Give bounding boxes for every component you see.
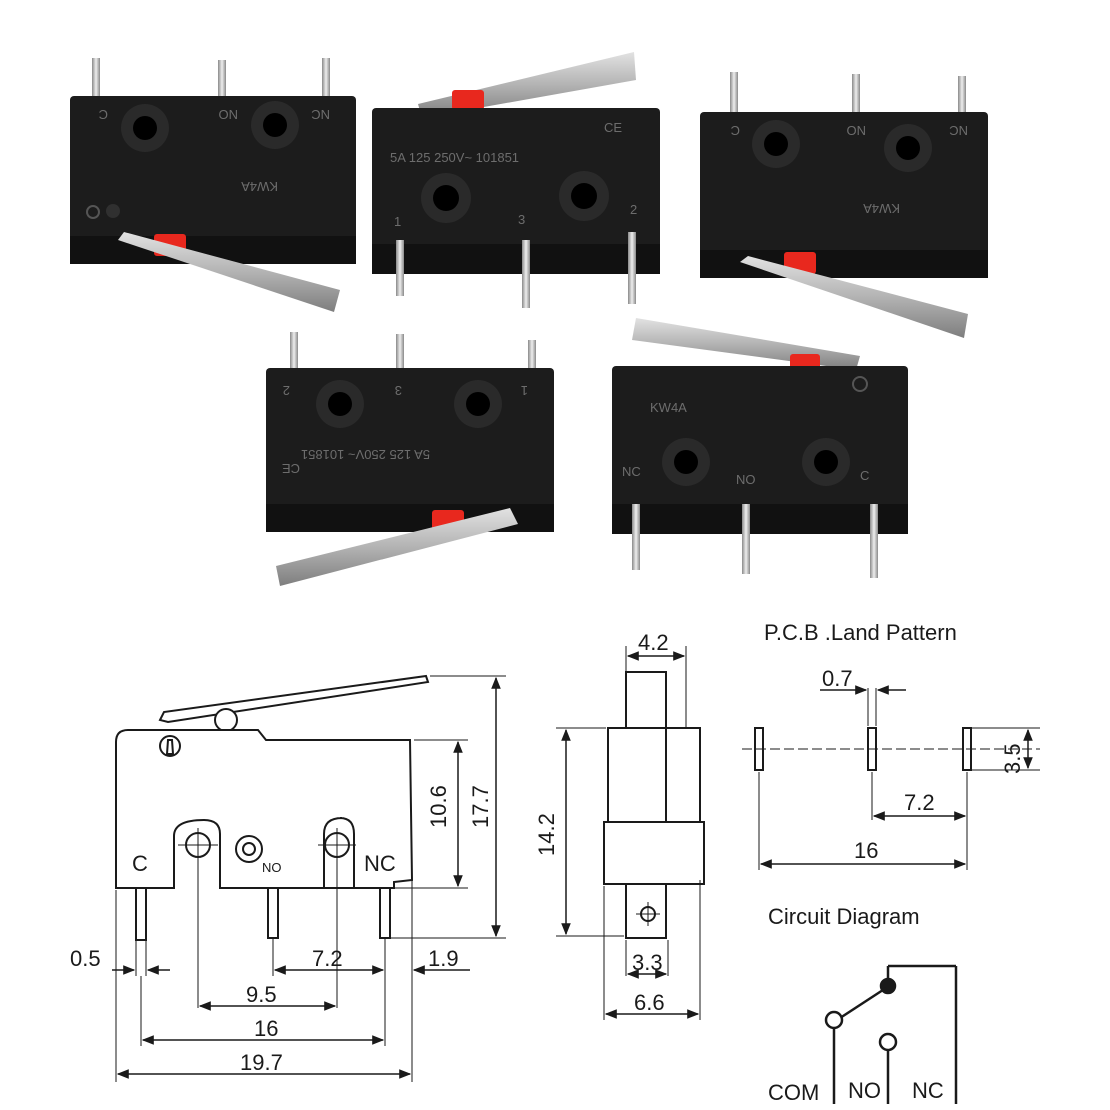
circuit-title: Circuit Diagram	[768, 904, 920, 929]
dim-front-height: 14.2	[534, 813, 559, 856]
dim-actuator-width: 4.2	[638, 630, 669, 655]
marking-nc: NC	[311, 107, 330, 122]
dim-pin-width: 0.5	[70, 946, 101, 971]
dim-pitch-short: 7.2	[312, 946, 343, 971]
dim-edge-offset: 1.9	[428, 946, 459, 971]
marking-1: 1	[521, 383, 528, 398]
dim-terminal-width: 3.3	[632, 950, 663, 975]
dim-hole-pitch: 9.5	[246, 982, 277, 1007]
switch-photo-1: C NO NC KW4A	[70, 58, 356, 312]
marking-3: 3	[395, 383, 402, 398]
marking-model: KW4A	[650, 400, 687, 415]
marking-1: 1	[394, 214, 401, 229]
marking-2: 2	[630, 202, 637, 217]
pcb-dimension-arrows	[759, 685, 1033, 869]
marking-c: C	[99, 107, 108, 122]
side-view-drawing	[115, 674, 430, 1008]
rating-marking: 5A 125 250V~ 101851	[301, 447, 430, 462]
switch-contact-lever	[839, 986, 887, 1020]
marking-nc: NC	[949, 123, 968, 138]
front-view-drawing	[603, 671, 705, 939]
switch-photo-5: KW4A NC NO C	[612, 318, 908, 578]
marking-c: C	[731, 123, 740, 138]
dim-body-length: 19.7	[240, 1050, 283, 1075]
side-view-dimension-arrows	[112, 676, 501, 1079]
dim-pin-span: 16	[254, 1016, 278, 1041]
side-view-extension-lines	[115, 675, 506, 1082]
marking-no: NO	[736, 472, 756, 487]
marking-c: C	[860, 468, 869, 483]
circuit-label-com: COM	[768, 1080, 819, 1105]
marking-no: NO	[219, 107, 239, 122]
dim-pcb-pitch: 7.2	[904, 790, 935, 815]
marking-model: KW4A	[241, 179, 278, 194]
ce-marking: CE	[282, 461, 300, 476]
side-label-c: C	[132, 851, 148, 876]
dim-slot-width: 0.7	[822, 666, 853, 691]
rating-marking: 5A 125 250V~ 101851	[390, 150, 519, 165]
side-label-no: NO	[262, 860, 282, 875]
marking-no: NO	[847, 123, 867, 138]
dim-body-width: 6.6	[634, 990, 665, 1015]
switch-photo-4: 2 3 1 5A 125 250V~ 101851 CE	[266, 332, 554, 586]
circuit-label-nc: NC	[912, 1078, 944, 1103]
dim-height-body: 10.6	[426, 785, 451, 828]
dim-height-total: 17.7	[468, 785, 493, 828]
front-view-dimension-arrows	[561, 651, 700, 1019]
pcb-extension-lines	[742, 688, 1040, 870]
marking-3: 3	[518, 212, 525, 227]
marking-model: KW4A	[863, 201, 900, 216]
switch-photo-3: C NO NC KW4A	[700, 72, 988, 338]
switch-photo-2: 5A 125 250V~ 101851 CE 1 3 2	[372, 52, 660, 308]
circuit-label-no: NO	[848, 1078, 881, 1103]
front-view-extension-lines	[556, 646, 701, 1020]
dim-slot-height: 3.5	[1000, 743, 1025, 774]
dim-pcb-span: 16	[854, 838, 878, 863]
circuit-diagram	[824, 964, 958, 1104]
marking-nc: NC	[622, 464, 641, 479]
marking-2: 2	[283, 383, 290, 398]
pcb-title: P.C.B .Land Pattern	[764, 620, 957, 645]
ce-marking: CE	[604, 120, 622, 135]
side-label-nc: NC	[364, 851, 396, 876]
